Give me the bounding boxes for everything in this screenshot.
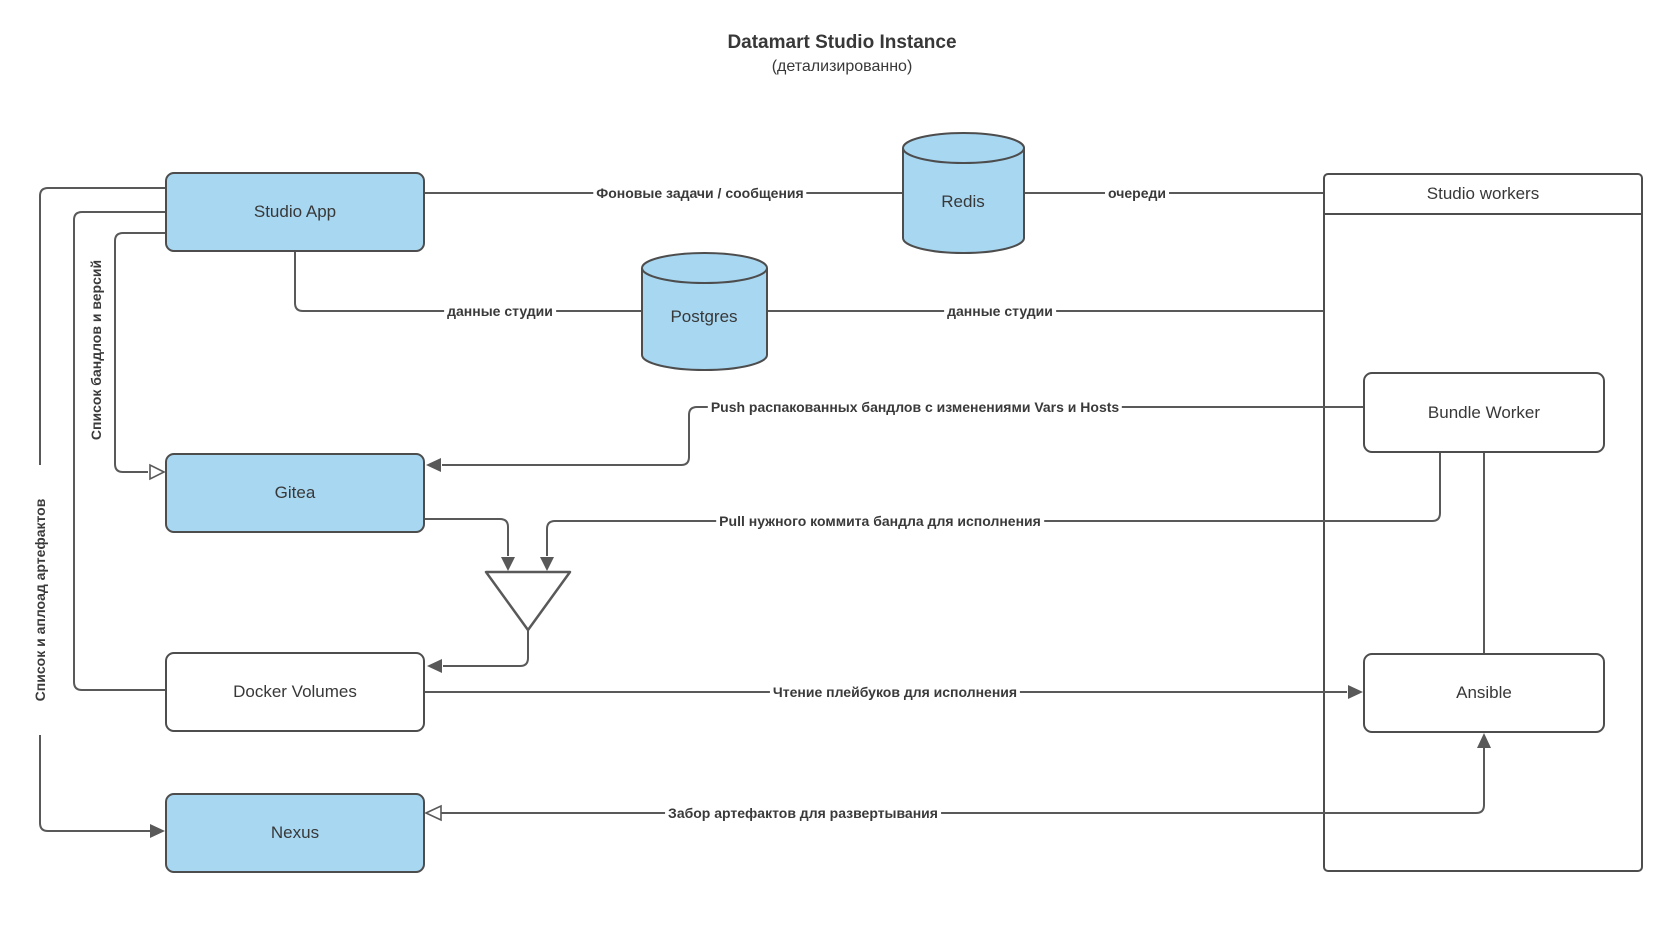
diagram-title: Datamart Studio Instance	[727, 32, 957, 53]
postgres-label: Postgres	[670, 307, 738, 326]
edge-label-background-tasks: Фоновые задачи / сообщения	[593, 185, 807, 201]
arrowhead-into-gitea-right	[426, 458, 441, 472]
node-studio-workers-container: Studio workers	[1323, 173, 1643, 872]
arrowhead-gitea-into-merge	[501, 557, 515, 571]
redis-label: Redis	[941, 192, 985, 211]
node-ansible: Ansible	[1363, 653, 1605, 733]
edge-label-push-bundles: Push распакованных бандлов с изменениями…	[707, 399, 1123, 415]
ansible-label: Ansible	[1456, 683, 1512, 702]
node-docker-volumes: Docker Volumes	[165, 652, 425, 732]
edge-label-bundles-list: Список бандлов и версий	[88, 256, 104, 444]
open-arrowhead-into-gitea-left	[149, 463, 166, 481]
postgres-cylinder-rim	[641, 267, 768, 284]
edge-gitea-merge	[425, 518, 509, 556]
bundle-worker-label: Bundle Worker	[1427, 402, 1541, 422]
edge-label-read-playbooks: Чтение плейбуков для исполнения	[769, 684, 1021, 700]
edge-label-artifacts-list: Список и аплоад артефактов	[32, 495, 48, 705]
node-gitea: Gitea	[165, 453, 425, 533]
studio-app-label: Studio App	[253, 202, 337, 221]
docker-volumes-label: Docker Volumes	[233, 682, 357, 701]
diagram-subtitle: (детализированно)	[771, 57, 913, 75]
node-nexus: Nexus	[165, 793, 425, 873]
edge-label-studio-data-right: данные студии	[944, 303, 1056, 319]
merge-triangle	[484, 570, 572, 632]
arrowhead-pull-into-merge	[540, 557, 554, 571]
edge-label-queues: очереди	[1105, 185, 1169, 201]
node-studio-app: Studio App	[165, 172, 425, 252]
edge-merge-docker	[443, 630, 529, 667]
node-bundle-worker: Bundle Worker	[1363, 372, 1605, 453]
gitea-label: Gitea	[274, 483, 316, 502]
edge-label-fetch-artifacts: Забор артефактов для развертывания	[665, 805, 941, 821]
studio-workers-label: Studio workers	[1426, 184, 1540, 203]
arrowhead-into-nexus-left	[150, 824, 165, 838]
edge-studio-app-gitea	[114, 232, 165, 473]
open-arrowhead-into-nexus-right	[424, 804, 442, 822]
edge-label-pull-commit: Pull нужного коммита бандла для исполнен…	[716, 513, 1044, 529]
nexus-label: Nexus	[270, 823, 320, 842]
edge-bundle-worker-gitea-push	[442, 406, 1363, 466]
edge-label-studio-data-left: данные студии	[444, 303, 556, 319]
edge-studio-app-nexus-lower	[39, 735, 150, 832]
edge-bundle-worker-merge-pull	[546, 453, 1441, 556]
diagram-title-block: Datamart Studio Instance (детализированн…	[727, 30, 956, 77]
arrowhead-into-docker-right	[427, 659, 442, 673]
redis-cylinder-rim	[902, 147, 1025, 164]
studio-workers-header: Studio workers	[1325, 175, 1641, 215]
